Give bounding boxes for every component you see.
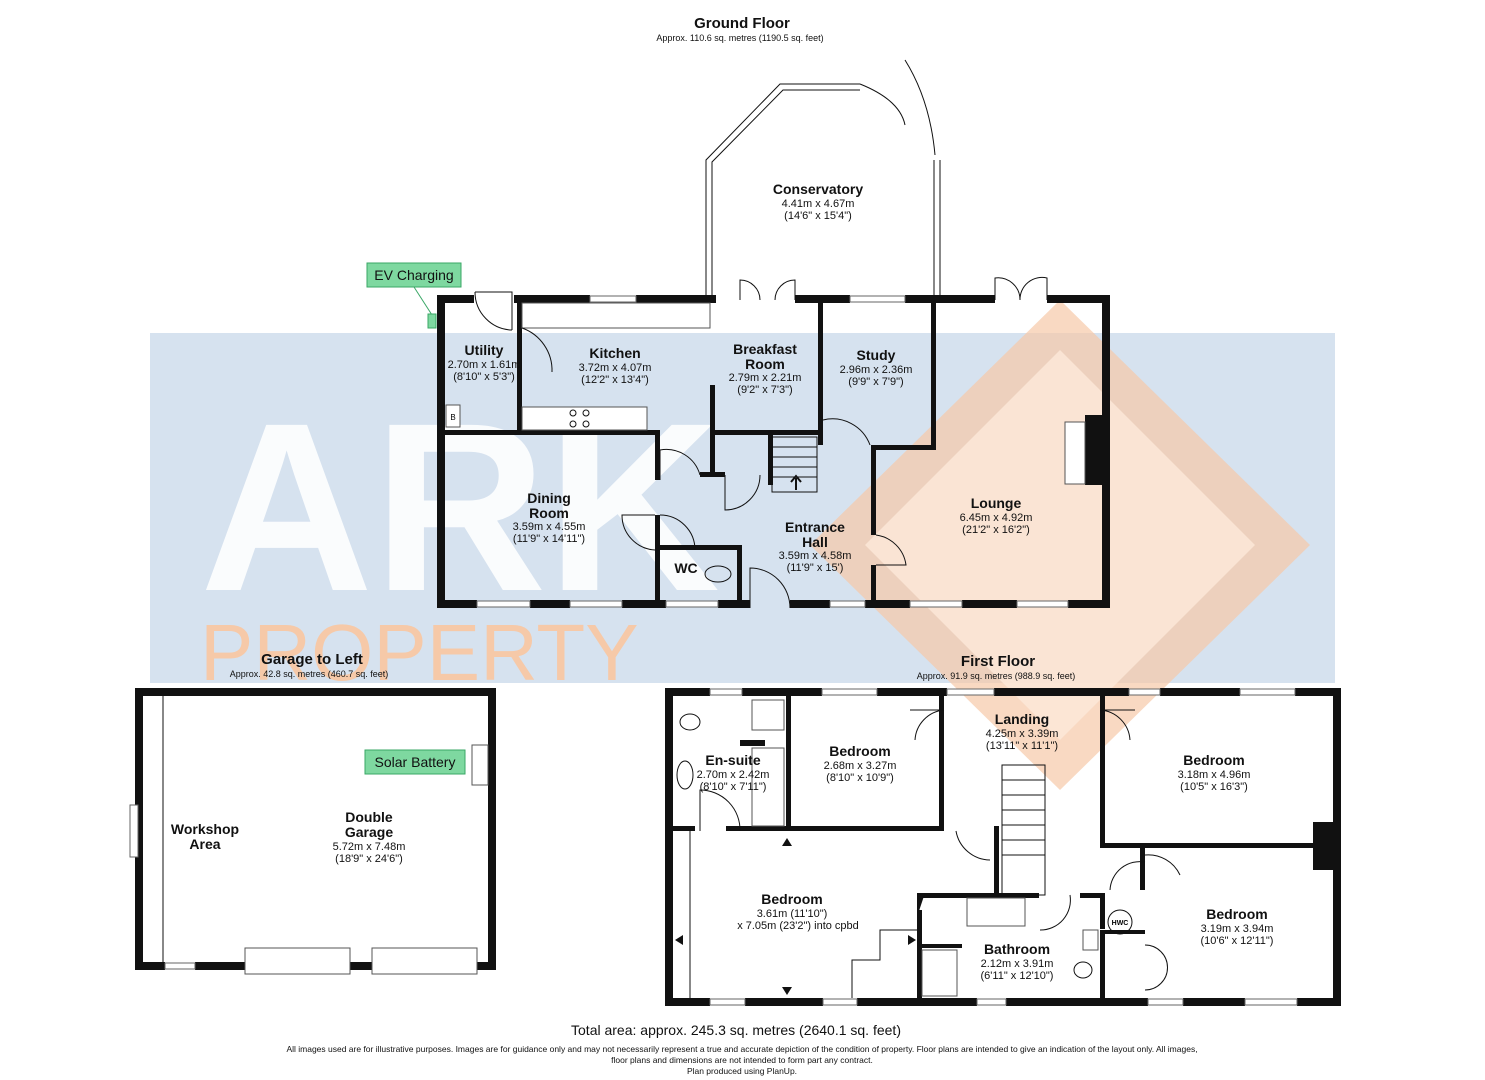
first-floor-labels: Landing 4.25m x 3.39m (13'11" x 11'1") E…	[697, 711, 1274, 982]
room-name: Bedroom	[1206, 906, 1267, 922]
room-dimensions: 3.18m x 4.96m	[1178, 769, 1251, 781]
room-dimensions: 2.96m x 2.36m	[840, 364, 913, 376]
hwc-label: HWC	[1112, 920, 1129, 927]
ground-floor-labels: Conservatory 4.41m x 4.67m (14'6" x 15'4…	[448, 181, 1033, 576]
room-dimensions-imperial: (21'2" x 16'2")	[962, 524, 1030, 536]
stairs	[771, 436, 818, 493]
ground-floor-title: Ground Floor	[694, 15, 790, 32]
room-dimensions-imperial: (9'9" x 7'9")	[848, 376, 903, 388]
room-dimensions-imperial: (8'10" x 10'9")	[826, 772, 894, 784]
room-dimensions: 3.72m x 4.07m	[579, 362, 652, 374]
room-dimensions: 2.68m x 3.27m	[824, 760, 897, 772]
room-dimensions-imperial: (12'2" x 13'4")	[581, 374, 649, 386]
plan-credit: Plan produced using PlanUp.	[687, 1066, 797, 1076]
room-name: Workshop	[171, 821, 239, 837]
room-name: Landing	[995, 711, 1049, 727]
doors	[474, 276, 1048, 609]
watermark: ARK PROPERTY	[150, 300, 1335, 790]
room-dimensions-imperial: (10'5" x 16'3")	[1180, 781, 1248, 793]
room-name: Study	[857, 347, 896, 363]
room-dimensions-imperial: (9'2" x 7'3")	[737, 384, 792, 396]
room-name: Breakfast	[733, 341, 797, 357]
room-name: Utility	[465, 342, 504, 358]
ev-charging-label: EV Charging	[374, 267, 453, 283]
room-dimensions: 2.70m x 1.61m	[448, 359, 521, 371]
room-dimensions-imperial: (10'6" x 12'11")	[1201, 935, 1274, 947]
room-dimensions-imperial: (8'10" x 7'11")	[700, 781, 767, 793]
room-name: Area	[189, 836, 220, 852]
room-name: Hall	[802, 534, 828, 550]
room-dimensions: 4.25m x 3.39m	[986, 728, 1059, 740]
disclaimer-line-1: All images used are for illustrative pur…	[286, 1044, 1197, 1054]
room-name: Dining	[527, 490, 571, 506]
first-floor-title: First Floor	[961, 653, 1035, 670]
room-name: Room	[745, 356, 785, 372]
ev-charging-tag: EV Charging	[366, 262, 462, 329]
room-name: Room	[529, 505, 569, 521]
room-dimensions: 2.70m x 2.42m	[697, 769, 770, 781]
room-dimensions: 5.72m x 7.48m	[333, 841, 406, 853]
room-dimensions-imperial: (8'10" x 5'3")	[453, 371, 515, 383]
doors	[699, 709, 1181, 991]
room-name: Bathroom	[984, 941, 1050, 957]
total-area: Total area: approx. 245.3 sq. metres (26…	[571, 1022, 901, 1038]
conservatory-frame	[705, 59, 941, 295]
room-dimensions: 6.45m x 4.92m	[960, 512, 1033, 524]
room-name: Double	[345, 809, 393, 825]
room-dimensions: 2.79m x 2.21m	[729, 372, 802, 384]
stairs	[1001, 764, 1046, 896]
disclaimer-line-2: floor plans and dimensions are not inten…	[611, 1055, 873, 1065]
watermark-sub: PROPERTY	[200, 608, 639, 697]
room-dimensions-imperial: (13'11" x 11'1")	[986, 740, 1058, 752]
room-name: Entrance	[785, 519, 845, 535]
room-name: Kitchen	[589, 345, 640, 361]
room-name: WC	[674, 560, 697, 576]
room-name: Garage	[345, 824, 393, 840]
room-dimensions-imperial: (11'9" x 14'11")	[513, 533, 585, 545]
garage-plan: Workshop Area Double Garage 5.72m x 7.48…	[129, 688, 496, 975]
room-name: Lounge	[971, 495, 1022, 511]
ground-floor-area: Approx. 110.6 sq. metres (1190.5 sq. fee…	[656, 33, 823, 43]
room-dimensions: 3.61m (11'10")	[757, 908, 828, 920]
first-floor-plan: HWC	[665, 688, 1341, 1006]
room-dimensions-imperial: (18'9" x 24'6")	[335, 853, 403, 865]
ground-floor-plan: B	[437, 59, 1110, 609]
room-dimensions-imperial: x 7.05m (23'2") into cpbd	[737, 920, 859, 932]
room-dimensions-imperial: (14'6" x 15'4")	[784, 210, 852, 222]
room-dimensions: 3.59m x 4.58m	[779, 550, 852, 562]
room-name: En-suite	[705, 752, 760, 768]
room-dimensions: 2.12m x 3.91m	[981, 958, 1054, 970]
room-dimensions: 3.19m x 3.94m	[1201, 923, 1274, 935]
room-name: Conservatory	[773, 181, 863, 197]
garage-title: Garage to Left	[261, 651, 363, 668]
room-dimensions: 4.41m x 4.67m	[782, 198, 855, 210]
room-dimensions: 3.59m x 4.55m	[513, 521, 586, 533]
room-name: Bedroom	[829, 743, 890, 759]
boiler-label: B	[450, 413, 455, 422]
room-name: Bedroom	[761, 891, 822, 907]
room-dimensions-imperial: (11'9" x 15')	[787, 562, 844, 574]
room-name: Bedroom	[1183, 752, 1244, 768]
first-floor-area: Approx. 91.9 sq. metres (988.9 sq. feet)	[917, 671, 1076, 681]
room-dimensions-imperial: (6'11" x 12'10")	[981, 970, 1054, 982]
solar-battery-label: Solar Battery	[375, 754, 456, 770]
garage-area: Approx. 42.8 sq. metres (460.7 sq. feet)	[230, 669, 389, 679]
